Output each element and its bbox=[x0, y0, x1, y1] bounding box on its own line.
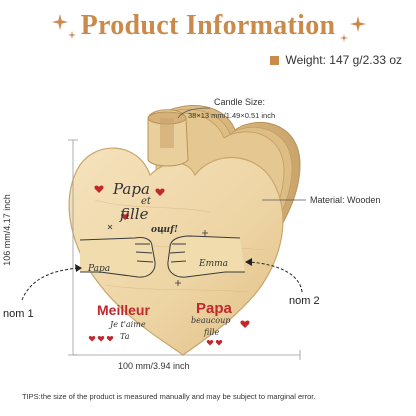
engraving-et: et bbox=[141, 196, 151, 207]
engraving-papa-red: Papa bbox=[196, 300, 232, 317]
tips-footnote: TIPS:the size of the product is measured… bbox=[22, 392, 316, 401]
weight-text: Weight: 147 g/2.33 oz bbox=[285, 53, 402, 67]
page-title: Product Information bbox=[80, 10, 336, 41]
engraving-ta: Ta bbox=[120, 332, 130, 341]
engraving-fille-small: fille bbox=[204, 328, 220, 337]
engraving-papa: Papa bbox=[113, 180, 150, 198]
sparkle-left-icon bbox=[52, 14, 68, 30]
dimension-lines bbox=[68, 139, 301, 360]
sparkle-small-right-icon bbox=[340, 34, 348, 42]
height-dimension: 106 mm/4.17 inch bbox=[2, 155, 12, 305]
sparkle-small-left-icon bbox=[68, 31, 76, 39]
engraving-name-right: Emma bbox=[199, 259, 229, 269]
engraving-exclaim: ouuf! bbox=[151, 225, 178, 235]
engraving-je-taime: Je t'aime bbox=[110, 320, 146, 329]
arrow-heads bbox=[75, 258, 252, 272]
candle-size-label: Candle Size: bbox=[214, 97, 266, 107]
name-1-label: nom 1 bbox=[3, 308, 34, 320]
sparkle-right-icon bbox=[350, 16, 366, 32]
engraving-meilleur: Meilleur bbox=[97, 302, 150, 318]
fist-bump-illustration bbox=[79, 235, 245, 278]
engraving-name-left: Papa bbox=[88, 264, 111, 274]
width-dimension: 100 mm/3.94 inch bbox=[118, 361, 190, 371]
bullet-square-icon bbox=[270, 55, 280, 65]
candle-size-dims: 38×13 mm/1.49×0.51 inch bbox=[188, 111, 276, 120]
weight-info: Weight: 147 g/2.33 oz bbox=[270, 53, 402, 67]
name-arrows bbox=[21, 261, 303, 301]
name-2-label: nom 2 bbox=[289, 295, 320, 307]
engraving-fille: fille bbox=[120, 205, 149, 223]
spark-marks bbox=[107, 224, 208, 286]
material-label: Material: Wooden bbox=[310, 195, 381, 205]
red-heart-decorations bbox=[88, 185, 250, 346]
height-dimension-text: 106 mm/4.17 inch bbox=[2, 194, 12, 266]
candle-slot bbox=[147, 109, 189, 167]
engraving-beaucoup: beaucoup bbox=[191, 316, 231, 325]
callout-lines bbox=[177, 107, 306, 201]
